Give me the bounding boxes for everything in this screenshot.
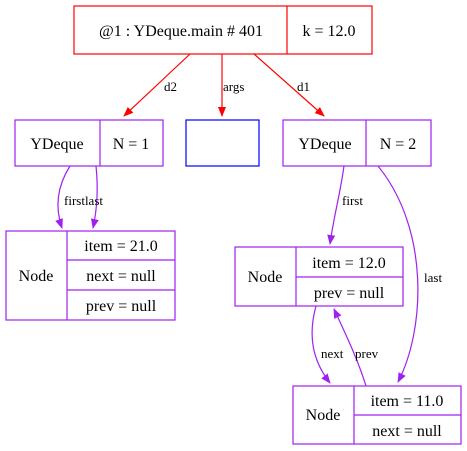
args-box <box>185 119 260 167</box>
edge-args: args <box>218 54 244 117</box>
node-11-next: next = null <box>372 423 442 440</box>
ydeque-d1-type: YDeque <box>298 136 351 153</box>
edge-last-label: last <box>424 270 442 285</box>
edge-next: next <box>311 305 344 384</box>
edge-first-label: first <box>342 193 363 208</box>
edge-first-last-label: firstlast <box>64 193 103 208</box>
node-21-prev: prev = null <box>86 298 157 315</box>
edge-next-label: next <box>321 346 344 361</box>
edge-d2: d2 <box>123 53 191 117</box>
edge-d1-label: d1 <box>297 79 310 94</box>
node-12-type: Node <box>248 269 283 286</box>
node-11-type: Node <box>306 407 341 424</box>
node-box-11: Node item = 11.0 next = null <box>292 385 462 445</box>
ydeque-d2-size: N = 1 <box>113 136 150 153</box>
node-box-21: Node item = 21.0 next = null prev = null <box>5 230 176 321</box>
node-21-type: Node <box>19 268 54 285</box>
edge-prev: prev <box>333 308 379 387</box>
ydeque-box-d2: YDeque N = 1 <box>14 119 164 167</box>
edge-d1: d1 <box>253 53 325 117</box>
ydeque-d1-size: N = 2 <box>380 136 417 153</box>
node-21-next: next = null <box>86 268 156 285</box>
edge-d2-first-last: firstlast <box>55 165 103 229</box>
frame-title: @1 : YDeque.main # 401 <box>99 23 263 40</box>
edge-d1-last: last <box>377 165 442 383</box>
frame-local-k: k = 12.0 <box>302 23 355 40</box>
ydeque-d2-type: YDeque <box>30 136 83 153</box>
main-frame-box: @1 : YDeque.main # 401 k = 12.0 <box>73 5 373 55</box>
node-12-prev: prev = null <box>314 285 385 302</box>
ydeque-box-d1: YDeque N = 2 <box>282 119 432 167</box>
edge-d2-label: d2 <box>164 79 177 94</box>
edge-prev-label: prev <box>355 346 379 361</box>
edge-args-label: args <box>223 79 244 94</box>
node-12-item: item = 12.0 <box>312 255 385 272</box>
node-11-item: item = 11.0 <box>371 393 444 410</box>
node-21-item: item = 21.0 <box>84 238 157 255</box>
edge-d1-first: first <box>327 165 363 245</box>
node-box-12: Node item = 12.0 prev = null <box>234 246 404 307</box>
